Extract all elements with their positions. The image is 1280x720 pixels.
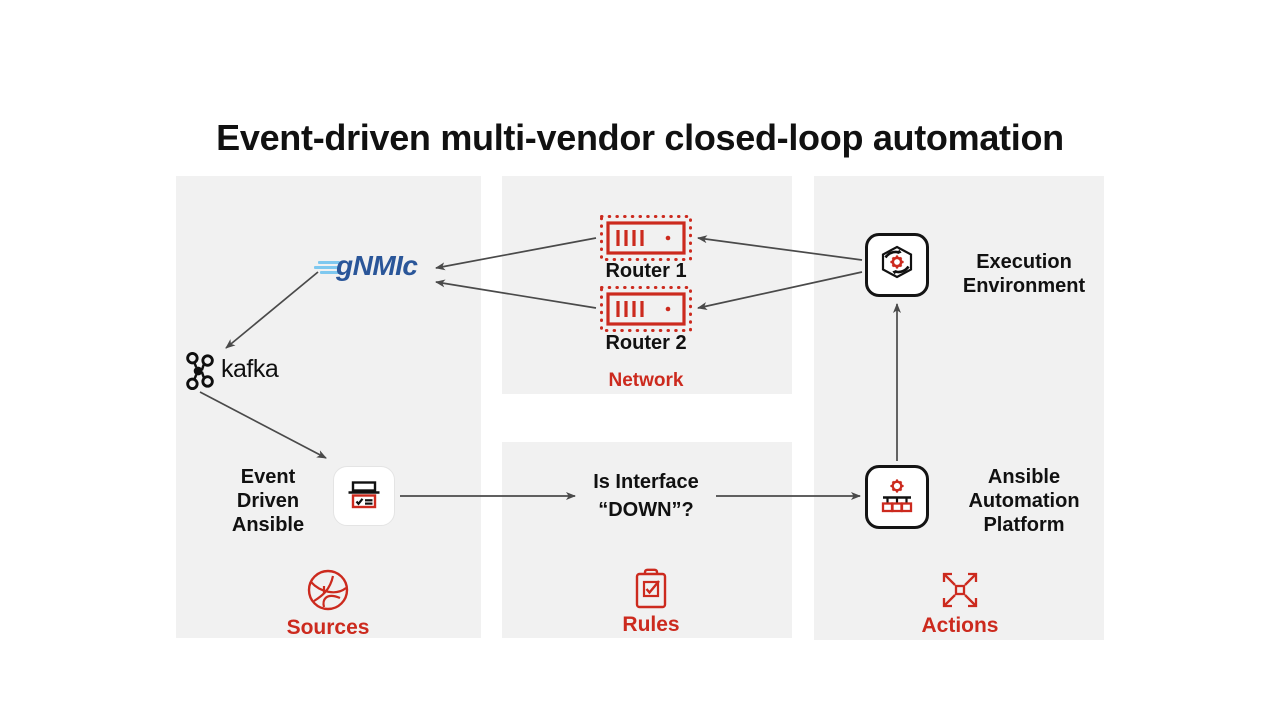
router-2-icon bbox=[600, 286, 692, 332]
category-label-sources: Sources bbox=[286, 616, 370, 639]
ansible-automation-platform-tile[interactable] bbox=[865, 465, 929, 529]
clipboard-check-icon bbox=[635, 568, 667, 609]
router-1-label: Router 1 bbox=[605, 260, 687, 282]
event-driven-ansible-icon bbox=[348, 481, 380, 509]
category-label-rules: Rules bbox=[622, 613, 680, 636]
panel-network bbox=[502, 176, 792, 394]
panel-rules bbox=[502, 442, 792, 638]
aap-line-2: Automation bbox=[968, 490, 1080, 512]
execution-environment-tile[interactable] bbox=[865, 233, 929, 297]
kafka-label: kafka bbox=[221, 355, 279, 383]
rules-question-line-1: Is Interface bbox=[593, 471, 699, 493]
category-label-network: Network bbox=[608, 370, 684, 391]
ansible-automation-platform-label: Ansible Automation Platform bbox=[940, 465, 1108, 537]
rules-question: Is Interface “DOWN”? bbox=[546, 468, 746, 524]
execution-environment-icon bbox=[881, 245, 913, 279]
router-1-icon bbox=[600, 215, 692, 261]
node-gnmic: gNMIc bbox=[314, 248, 426, 288]
aap-line-1: Ansible bbox=[987, 466, 1061, 488]
ee-line-2: Environment bbox=[962, 275, 1086, 297]
category-label-actions: Actions bbox=[921, 614, 999, 637]
eda-line-1: Event bbox=[240, 466, 296, 488]
router-2-label: Router 2 bbox=[605, 332, 687, 354]
eda-line-3: Ansible bbox=[231, 514, 305, 536]
execution-environment-label: Execution Environment bbox=[940, 250, 1108, 298]
aap-line-3: Platform bbox=[983, 514, 1065, 536]
node-kafka: kafka bbox=[183, 350, 293, 392]
eda-line-2: Driven bbox=[236, 490, 300, 512]
globe-network-icon bbox=[307, 569, 349, 611]
gnmic-label: gNMIc bbox=[336, 250, 418, 281]
kafka-logo-icon bbox=[186, 352, 214, 390]
page-title: Event-driven multi-vendor closed-loop au… bbox=[216, 117, 1064, 158]
panel-actions bbox=[814, 176, 1104, 640]
ansible-automation-platform-icon bbox=[881, 479, 913, 513]
gnmic-speedlines-icon bbox=[314, 261, 340, 275]
event-driven-ansible-label: Event Driven Ansible bbox=[212, 465, 324, 537]
rules-question-line-2: “DOWN”? bbox=[598, 499, 694, 521]
expand-arrows-icon bbox=[942, 572, 978, 608]
ee-line-1: Execution bbox=[976, 251, 1072, 273]
event-driven-ansible-tile[interactable] bbox=[333, 466, 395, 526]
